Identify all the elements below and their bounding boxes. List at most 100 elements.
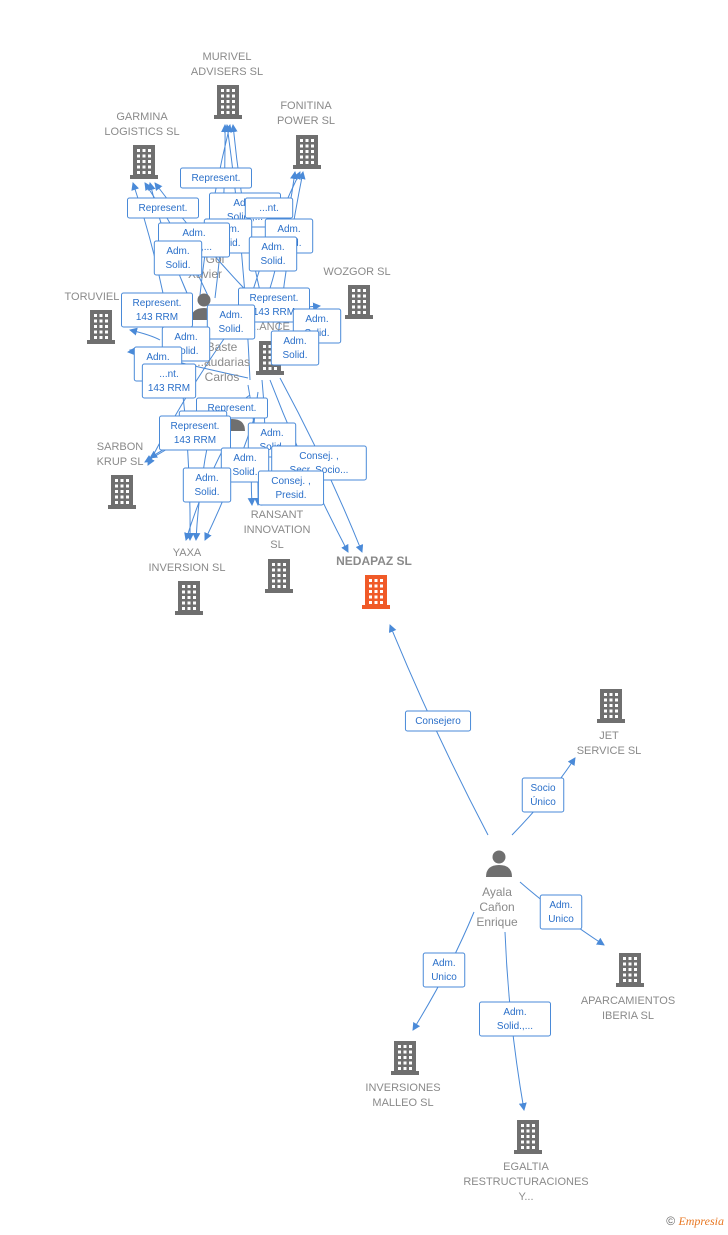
building-icon (362, 575, 390, 609)
building-window (263, 345, 266, 348)
building-window (148, 171, 151, 174)
building-window (283, 574, 286, 577)
edge-label[interactable]: Represent. (127, 197, 199, 219)
building-window (142, 149, 146, 152)
edge-label[interactable]: ...nt.143 RRM (141, 363, 197, 399)
building-window (272, 579, 275, 583)
building-window (532, 1135, 535, 1138)
building-window (221, 111, 224, 114)
building-window (137, 160, 140, 163)
building-window (272, 585, 275, 588)
building-icon (175, 581, 203, 615)
building-window (115, 484, 118, 488)
building-window (283, 568, 286, 572)
building-window (232, 89, 235, 92)
edge-label[interactable]: Adm.Unico (422, 952, 466, 988)
node-wozgor[interactable]: WOZGOR SL (323, 266, 391, 319)
building-window (221, 100, 224, 103)
edge-label-box (479, 1001, 551, 1037)
building-window (380, 584, 383, 588)
edge-label[interactable]: Consejero (404, 710, 472, 732)
edge-label[interactable]: Consej. ,Presid. (257, 470, 325, 506)
building-icon (87, 310, 115, 344)
building-window (628, 968, 632, 971)
building-window (369, 590, 372, 593)
edge-label[interactable]: ...nt. (244, 197, 294, 219)
building-window (623, 968, 626, 971)
building-window (615, 704, 618, 707)
edge-label[interactable]: Adm.Solid. (248, 236, 298, 272)
node-label: KRUP SL (97, 456, 144, 468)
edge-label[interactable]: Adm.Solid. (206, 304, 256, 340)
edge-label-text: Único (530, 795, 556, 808)
edge-label[interactable]: Represent. (180, 167, 252, 189)
edge-label-text: Adm. (260, 428, 283, 439)
edge-label-text: 143 RRM (136, 312, 178, 323)
edge-label-box (206, 304, 256, 340)
node-label: MALLEO SL (372, 1097, 433, 1109)
building-window (363, 305, 366, 309)
node-toruviel[interactable]: TORUVIEL SL (65, 291, 136, 344)
edge-label[interactable]: Adm.Solid. (220, 447, 270, 483)
edge-label-text: Solid. (173, 346, 198, 357)
node-nedapaz[interactable]: NEDAPAZ SL (336, 554, 412, 609)
building-window (403, 1067, 407, 1070)
building-window (283, 585, 286, 588)
node-label: Carlos (205, 370, 240, 384)
node-malleo[interactable]: INVERSIONES MALLEO SL (365, 1041, 441, 1109)
building-window (193, 590, 196, 594)
building-window (380, 601, 383, 604)
edge-label-text: Represent. (250, 293, 299, 304)
edge-label[interactable]: Represent.143 RRM (121, 292, 193, 328)
edge-label-text: Consejero (415, 716, 461, 727)
building-window (403, 1056, 407, 1059)
building-window (94, 336, 97, 339)
building-window (193, 596, 196, 599)
building-window (374, 579, 378, 582)
node-egaltia[interactable]: EGALTIARESTRUCTURACIONESY... (463, 1120, 589, 1203)
building-window (226, 105, 230, 109)
edge-label[interactable]: Adm.Solid. (270, 330, 320, 366)
edge-label-text: Adm. (166, 246, 189, 257)
edge-label-text: Adm. (261, 242, 284, 253)
building-window (634, 973, 637, 977)
building-window (305, 161, 309, 164)
edge-label[interactable]: Represent.143 RRM (159, 415, 231, 451)
building-window (221, 89, 224, 92)
building-window (369, 595, 372, 599)
brand-logo[interactable]: Empresia (678, 1214, 724, 1228)
building-window (274, 367, 277, 370)
edge-label[interactable]: Adm.Unico (539, 894, 583, 930)
building-window (634, 979, 637, 982)
edge-label-box (141, 363, 197, 399)
building-window (615, 698, 618, 702)
building-window (623, 979, 626, 982)
node-label: YAXA (173, 547, 202, 559)
building-window (277, 579, 281, 583)
edge-label[interactable]: Adm.Solid. (182, 467, 232, 503)
node-label: NEDAPAZ SL (336, 554, 412, 568)
edge-label-box (248, 236, 298, 272)
building-window (398, 1050, 401, 1054)
node-label: POWER SL (277, 115, 335, 127)
relationship-edge[interactable] (129, 327, 161, 341)
building-window (623, 962, 626, 966)
node-label: INVERSIONES (365, 1082, 440, 1094)
edge-label-box (539, 894, 583, 930)
building-window (221, 105, 224, 109)
building-window (137, 149, 140, 152)
edge-label[interactable]: Adm.Solid.,... (479, 1001, 551, 1037)
building-window (187, 607, 191, 610)
edge-label[interactable]: Adm.Solid. (153, 240, 203, 276)
building-window (628, 979, 632, 982)
